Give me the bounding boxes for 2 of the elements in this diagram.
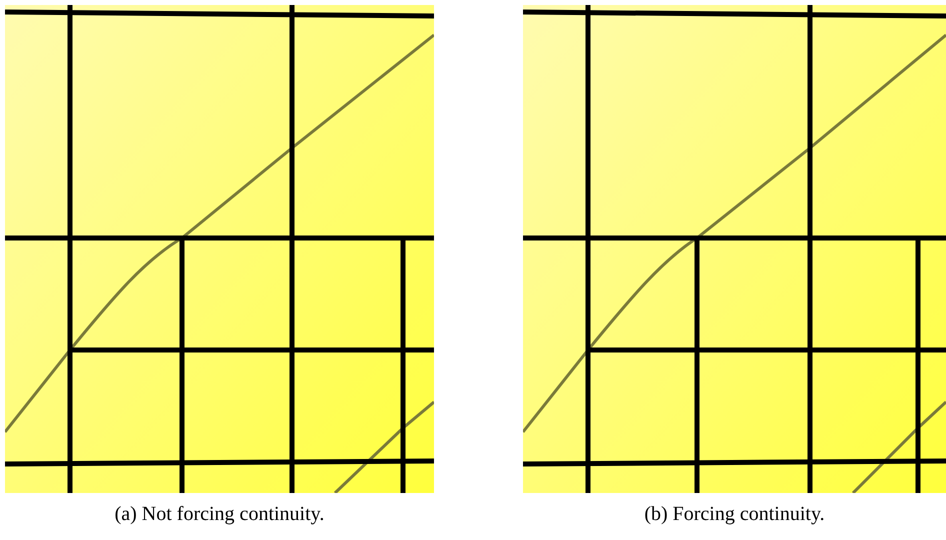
figure-caption: (b) Forcing continuity. — [643, 503, 826, 526]
figure-caption: (a) Not forcing continuity. — [114, 503, 326, 526]
